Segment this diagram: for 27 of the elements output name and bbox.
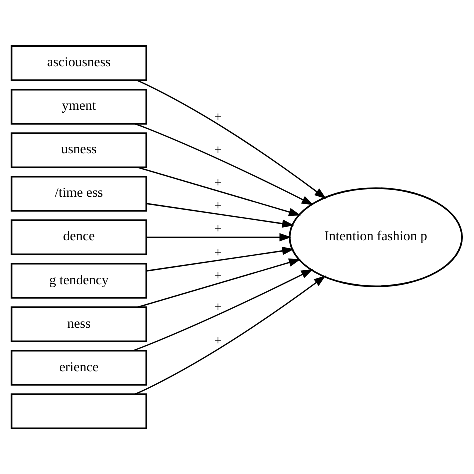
arrow <box>136 79 327 199</box>
arrow <box>146 202 294 228</box>
node-box: /time ess <box>10 176 148 212</box>
edge-label: + <box>214 108 222 124</box>
arrow <box>146 232 292 242</box>
arrow <box>135 275 326 394</box>
node-box: usness <box>10 132 148 168</box>
edge-label: + <box>214 142 222 158</box>
node-box: ness <box>10 306 148 342</box>
edge-label: + <box>214 220 222 236</box>
arrow <box>138 166 302 216</box>
node-box: dence <box>10 219 148 255</box>
edge-label: + <box>214 332 222 348</box>
arrow <box>146 246 294 272</box>
edge-label: + <box>214 244 222 260</box>
arrow <box>135 123 314 205</box>
node-box: g tendency <box>10 262 148 298</box>
arrow <box>138 258 302 308</box>
arrow <box>133 268 314 352</box>
edge-label: + <box>214 174 222 190</box>
node-box: yment <box>10 88 148 124</box>
edge-label: + <box>214 299 222 314</box>
node-box: asciousness <box>10 45 148 81</box>
node-box: erience <box>10 350 148 386</box>
edge-label: + <box>214 198 222 213</box>
edge-label: + <box>214 267 222 282</box>
node-box <box>10 393 148 429</box>
